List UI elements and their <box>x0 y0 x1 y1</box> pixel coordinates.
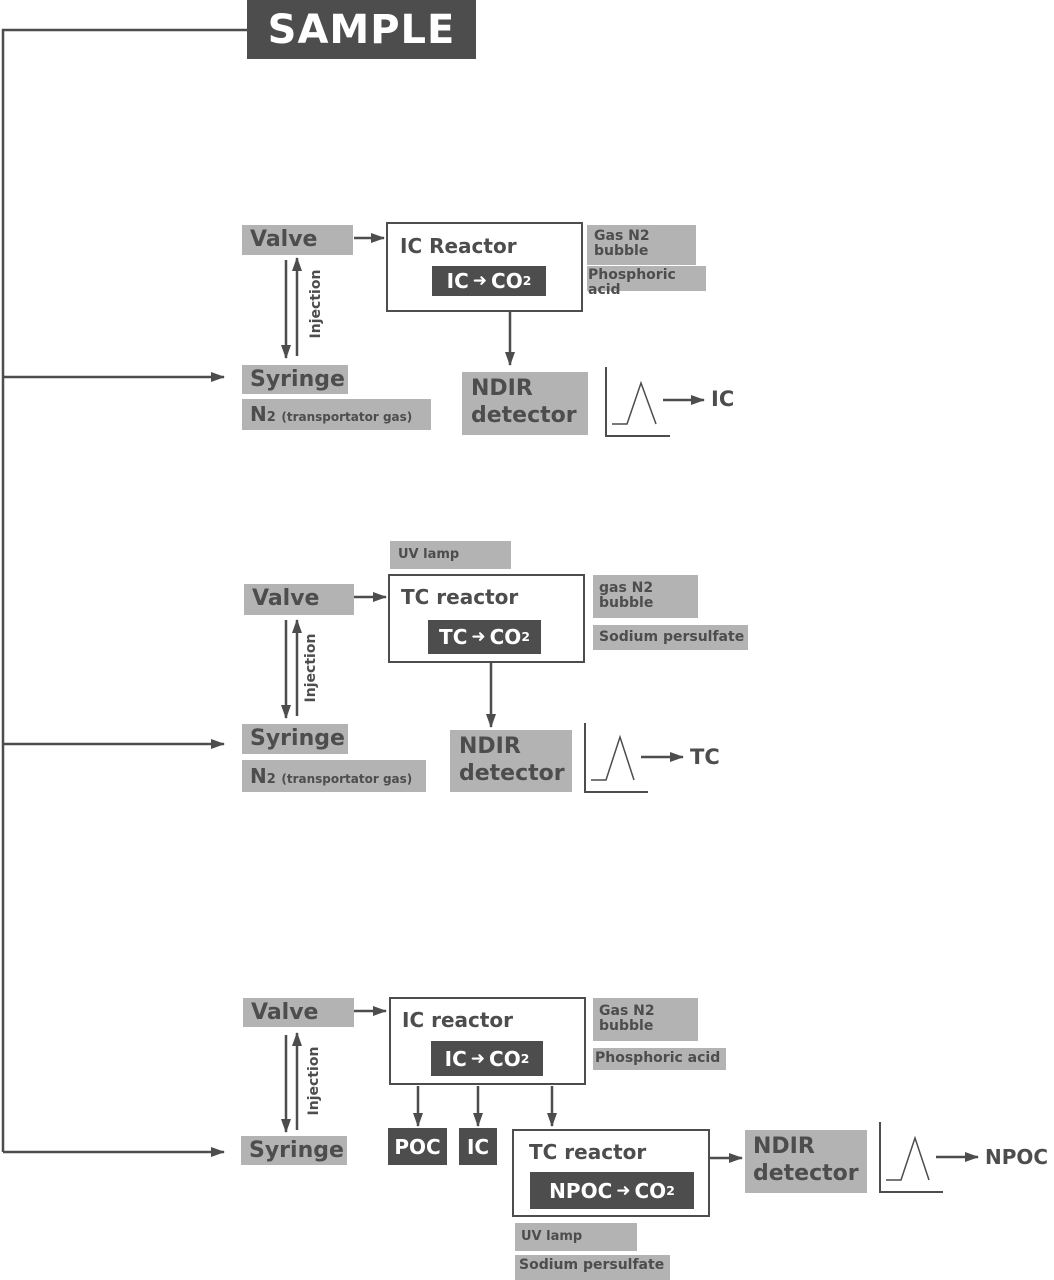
injection-label-3: Injection <box>306 1046 322 1116</box>
carrier-gas-box-1: N2 (transportator gas) <box>242 399 431 430</box>
uv-lamp-box-2: UV lamp <box>390 541 511 569</box>
arrow-icon: ➜ <box>616 1180 631 1201</box>
reagent-box-3b: Sodium persulfate <box>515 1255 670 1280</box>
reagent-box-1: Phosphoric acid <box>587 266 706 298</box>
injection-label-1: Injection <box>308 269 324 339</box>
injection-label-2: Injection <box>303 633 319 703</box>
output-label-npoc: NPOC <box>985 1145 1049 1169</box>
valve-box-3: Valve <box>243 998 354 1027</box>
gas-bubble-box-2: gas N2 bubble <box>593 575 698 618</box>
arrow-icon: ➜ <box>472 271 488 291</box>
ndir-detector-box-2: NDIR detector <box>450 730 572 792</box>
output-label-tc: TC <box>690 745 720 769</box>
reactor-title-3b: TC reactor <box>529 1140 647 1164</box>
reactor-title-2: TC reactor <box>401 585 519 609</box>
valve-box-2: Valve <box>244 584 354 615</box>
sample-trunk-line <box>1 28 248 1152</box>
ndir-detector-box-3: NDIR detector <box>745 1130 867 1193</box>
reagent-box-3a: Phosphoric acid <box>593 1048 726 1070</box>
gas-bubble-box-1: Gas N2 bubble <box>587 225 696 265</box>
arrow-icon: ➜ <box>470 1048 486 1069</box>
valve-box-1: Valve <box>242 225 353 255</box>
carrier-gas-box-2: N2 (transportator gas) <box>242 760 426 792</box>
sample-title: SAMPLE <box>247 0 476 59</box>
poc-box: POC <box>388 1128 447 1165</box>
gas-bubble-box-3: Gas N2 bubble <box>593 998 698 1041</box>
peak-graph-1 <box>605 367 670 437</box>
reagent-box-2: Sodium persulfate <box>593 625 748 650</box>
output-label-ic: IC <box>711 387 735 411</box>
syringe-box-2: Syringe <box>242 724 348 754</box>
reactor-title-1: IC Reactor <box>400 234 517 258</box>
peak-graph-2 <box>584 723 648 793</box>
arrow-icon: ➜ <box>471 627 486 647</box>
ic-box: IC <box>459 1128 497 1165</box>
uv-lamp-box-3: UV lamp <box>515 1223 637 1251</box>
reactor-title-3: IC reactor <box>402 1008 514 1032</box>
peak-graph-3 <box>879 1122 943 1193</box>
ndir-detector-box-1: NDIR detector <box>462 372 588 435</box>
syringe-box-3: Syringe <box>241 1136 347 1165</box>
syringe-box-1: Syringe <box>242 365 348 394</box>
